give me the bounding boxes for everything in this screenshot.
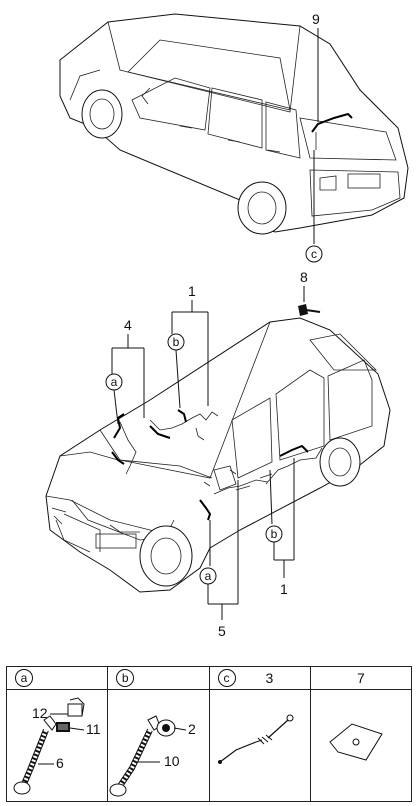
- legend-header-a: a: [5, 666, 109, 690]
- legend-number-7: 7: [356, 670, 365, 686]
- legend-header-d: 7: [309, 666, 413, 690]
- legend-cell-c: [208, 689, 311, 802]
- legend-header-c: c 3: [208, 666, 311, 690]
- legend-circle-c: c: [217, 669, 236, 688]
- front-view-vehicle: [45, 317, 391, 593]
- callout-9: 9: [312, 11, 320, 27]
- legend-number-3: 3: [265, 670, 274, 686]
- legend-cell-a: [5, 689, 109, 802]
- callout-5: 5: [218, 623, 226, 639]
- bolt-icon: [298, 304, 321, 316]
- callout-1-top: 1: [188, 283, 196, 299]
- circle-a-top-letter: a: [111, 375, 118, 389]
- circle-b-bottom-letter: b: [271, 527, 278, 541]
- tailgate-harness: [311, 112, 353, 133]
- legend-circle-b: b: [116, 669, 135, 688]
- door-harness-front: [199, 499, 212, 521]
- front-harness-left: [111, 413, 125, 465]
- callout-1-bottom: 1: [280, 581, 288, 597]
- main-harness-b: [177, 409, 187, 423]
- door-harness-rear: [279, 444, 309, 457]
- rear-view-vehicle: [59, 13, 409, 235]
- legend-circle-a: a: [15, 669, 33, 688]
- callout-8: 8: [300, 269, 308, 285]
- parts-legend-table: a b c 3 7: [5, 666, 413, 802]
- circle-b-top-letter: b: [173, 335, 180, 349]
- circle-c-letter: c: [311, 247, 317, 261]
- callout-4: 4: [124, 317, 132, 333]
- front-harness-center: [149, 425, 171, 439]
- circle-a-bottom-letter: a: [205, 569, 212, 583]
- circle-label-c: [305, 245, 323, 263]
- legend-cell-b: [107, 689, 210, 802]
- legend-cell-d: [309, 689, 413, 802]
- legend-header-b: b: [107, 666, 210, 690]
